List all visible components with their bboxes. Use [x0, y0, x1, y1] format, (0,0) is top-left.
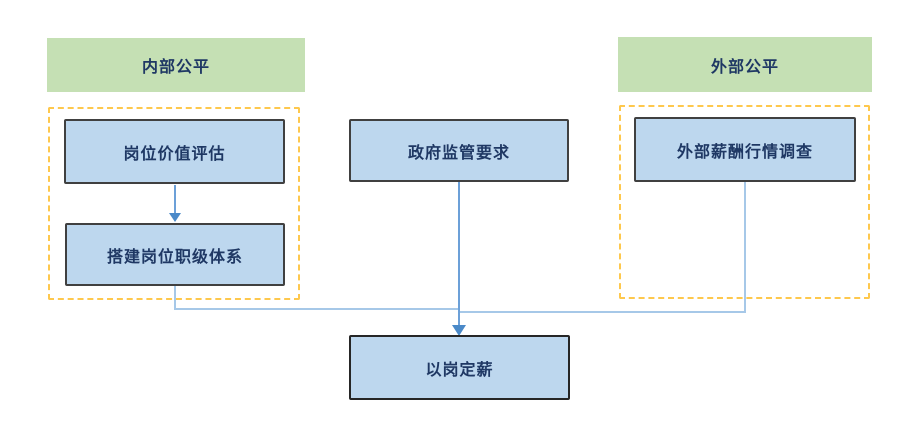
- node-external-salary-survey: 外部薪酬行情调查: [634, 117, 856, 182]
- node-government-regulation: 政府监管要求: [349, 119, 569, 182]
- external-fairness-header: 外部公平: [618, 37, 872, 92]
- connector-gov-to-result: [452, 182, 466, 336]
- node-job-rank-system: 搭建岗位职级体系: [65, 223, 285, 286]
- internal-fairness-header: 内部公平: [47, 38, 305, 92]
- node-job-value-evaluation: 岗位价值评估: [64, 119, 285, 184]
- node-salary-by-position: 以岗定薪: [349, 335, 570, 400]
